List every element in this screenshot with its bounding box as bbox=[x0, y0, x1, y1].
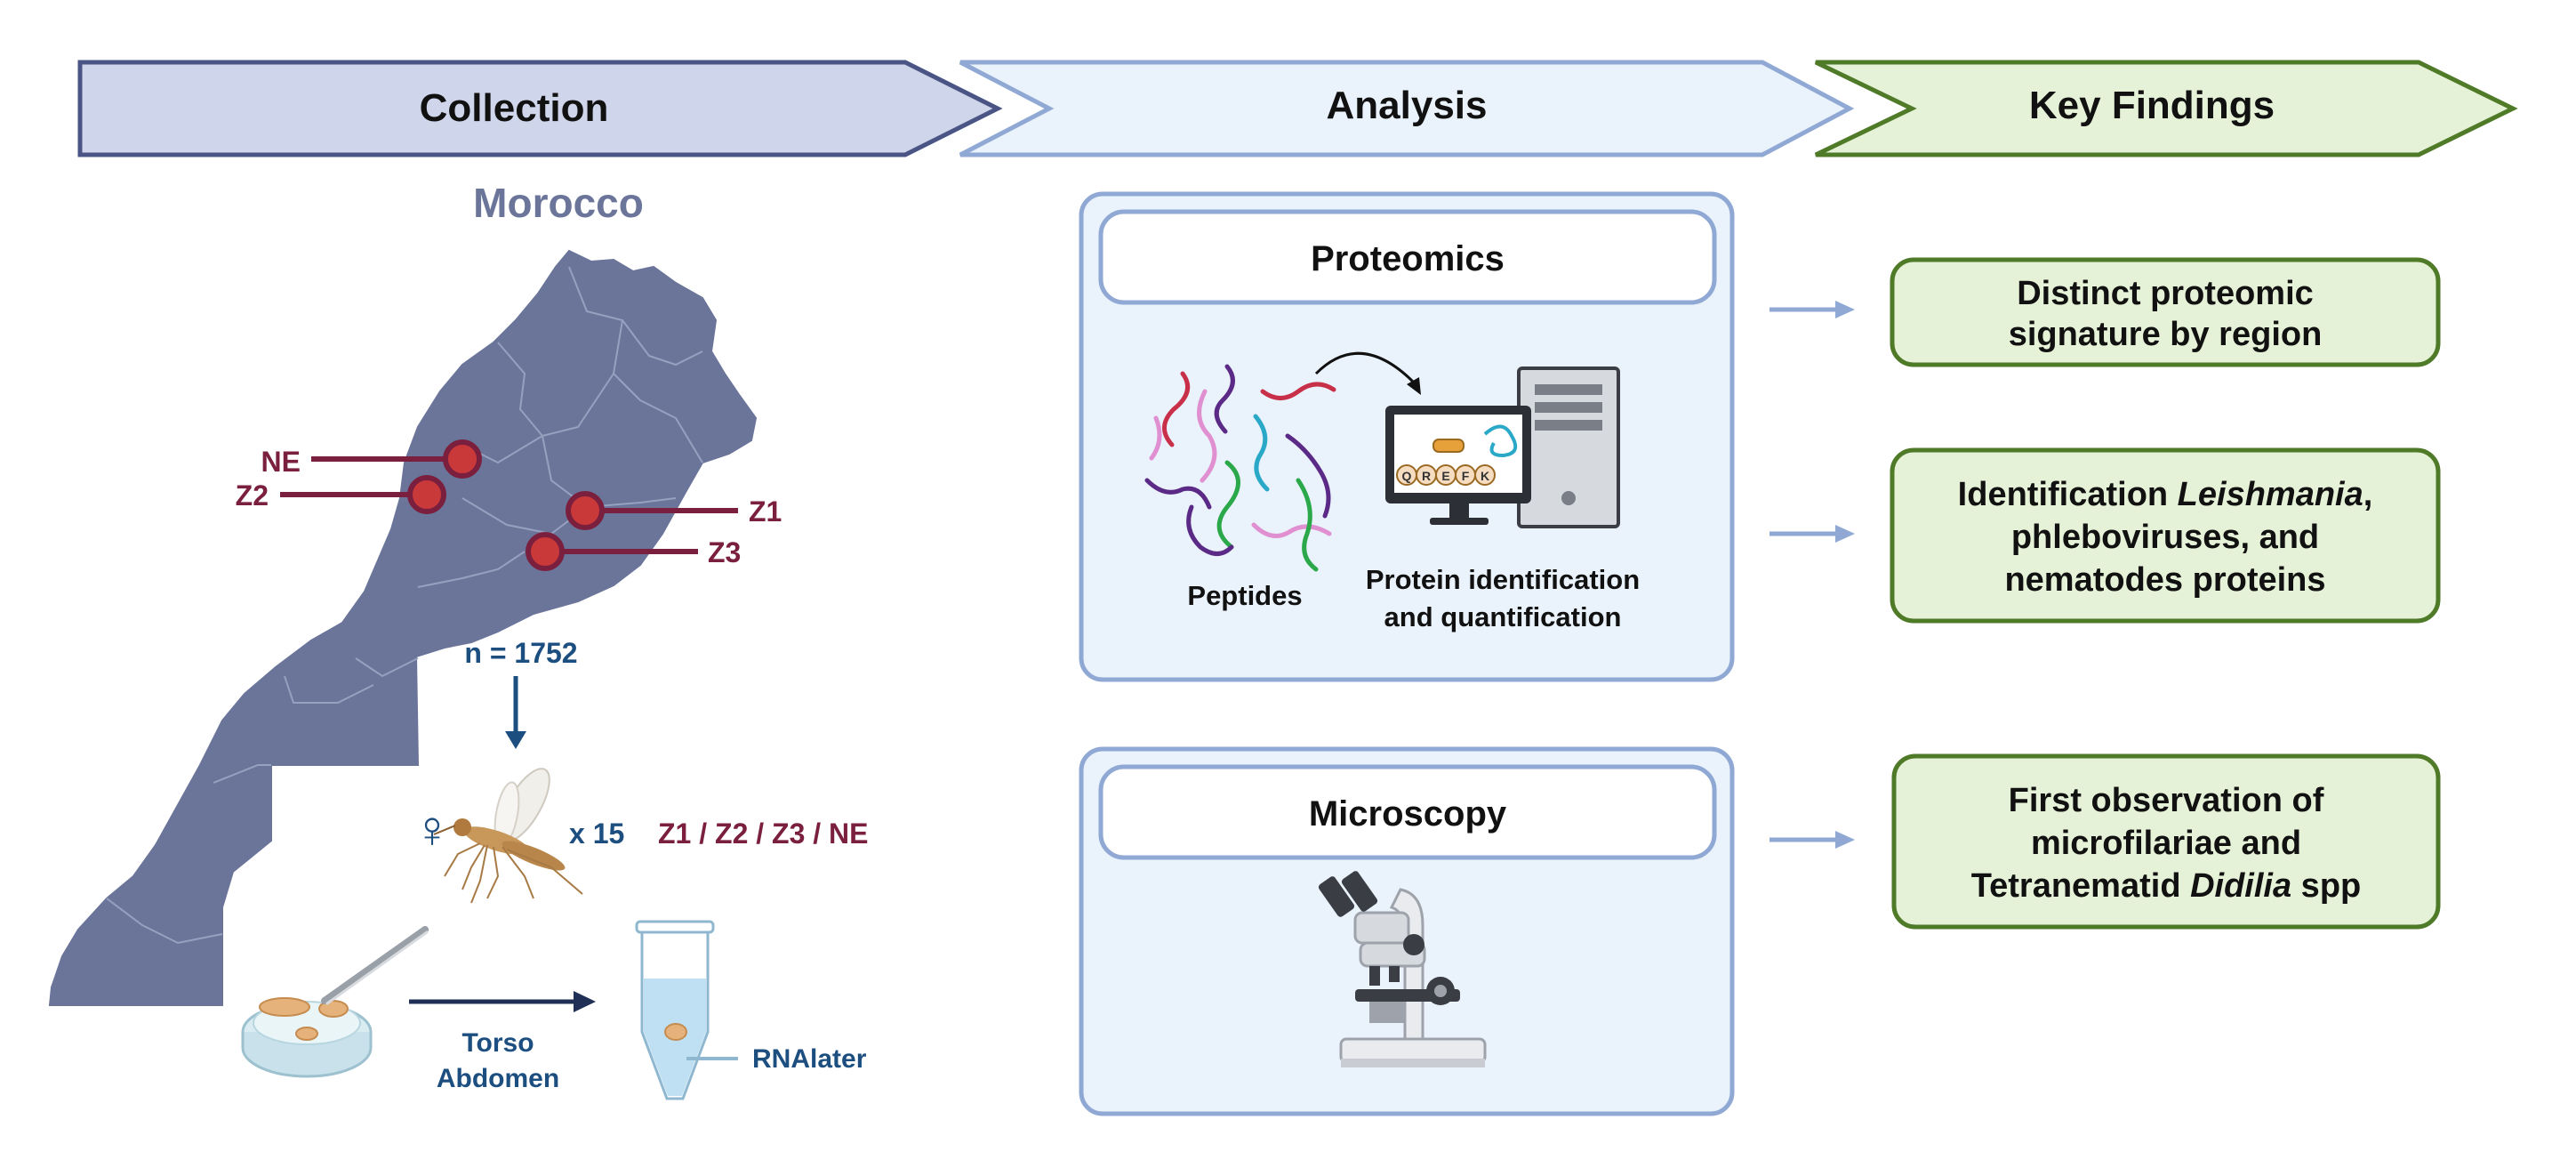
finding-2-line3: nematodes proteins bbox=[2004, 561, 2325, 599]
bead-k: K bbox=[1474, 464, 1496, 486]
site-z2-marker bbox=[407, 475, 446, 514]
svg-text:F: F bbox=[1462, 469, 1470, 483]
finding-3-line3: Tetranematid Didilia spp bbox=[1971, 867, 2362, 905]
analysis-chevron bbox=[959, 60, 1855, 157]
peptides-label: Peptides bbox=[1187, 580, 1302, 611]
right-arrow bbox=[409, 991, 596, 1012]
site-z2: Z2 bbox=[236, 475, 446, 514]
site-z1: Z1 bbox=[566, 491, 782, 530]
tissue-torso: Torso bbox=[461, 1028, 534, 1058]
bead-f: F bbox=[1455, 464, 1476, 486]
header-collection: Collection bbox=[77, 60, 1003, 157]
bead-e: E bbox=[1435, 464, 1457, 486]
finding-2-line1: Identification Leishmania, bbox=[1958, 476, 2373, 513]
multiplier: x 15 bbox=[569, 818, 624, 850]
peptides-icon bbox=[1144, 364, 1336, 572]
svg-text:K: K bbox=[1481, 469, 1489, 483]
analysis-title: Analysis bbox=[1327, 84, 1488, 127]
proteomics-panel: Proteomics bbox=[1079, 191, 1735, 682]
bead-q: Q bbox=[1396, 464, 1417, 486]
finding-3-line1: First observation of bbox=[2009, 782, 2324, 819]
finding-1: Distinct proteomic signature by region bbox=[1890, 257, 2441, 367]
proteomics-title: Proteomics bbox=[1311, 239, 1505, 278]
arrow-to-finding-3 bbox=[1769, 831, 1855, 849]
country-title: Morocco bbox=[473, 180, 644, 226]
morocco-map bbox=[48, 249, 758, 1006]
site-z3-marker bbox=[526, 532, 565, 571]
svg-text:R: R bbox=[1422, 469, 1431, 483]
finding-2: Identification Leishmania, phleboviruses… bbox=[1890, 447, 2441, 624]
collection-chevron bbox=[77, 60, 1003, 157]
sample-count: n = 1752 bbox=[464, 637, 577, 669]
site-z1-label: Z1 bbox=[749, 495, 782, 528]
collection-title: Collection bbox=[420, 86, 609, 130]
svg-text:E: E bbox=[1441, 469, 1449, 483]
finding-2-line2: phleboviruses, and bbox=[2011, 519, 2319, 556]
finding-1-line2: signature by region bbox=[2009, 316, 2323, 353]
site-z3-label: Z3 bbox=[708, 536, 741, 568]
reagent-label: RNAlater bbox=[752, 1044, 867, 1074]
findings-title: Key Findings bbox=[2029, 84, 2275, 127]
protein-label-line2: and quantification bbox=[1384, 601, 1622, 632]
site-ne-marker bbox=[443, 439, 482, 479]
microscope-icon bbox=[1318, 871, 1487, 1067]
down-arrow bbox=[505, 676, 526, 749]
header-analysis: Analysis bbox=[959, 60, 1855, 157]
site-ne-label: NE bbox=[261, 446, 301, 478]
header-findings: Key Findings bbox=[1814, 60, 2518, 157]
arrow-to-finding-2 bbox=[1769, 525, 1855, 543]
curved-arrow bbox=[1314, 351, 1416, 384]
bead-r: R bbox=[1416, 464, 1437, 486]
site-z1-marker bbox=[566, 491, 605, 530]
protein-label-line1: Protein identification bbox=[1366, 564, 1640, 595]
finding-3-line2: microfilariae and bbox=[2031, 825, 2301, 862]
site-z3: Z3 bbox=[526, 532, 741, 571]
arrow-to-finding-1 bbox=[1769, 301, 1855, 318]
map-shape bbox=[48, 249, 758, 1006]
sandfly-icon bbox=[433, 768, 583, 904]
microscopy-panel: Microscopy bbox=[1079, 746, 1735, 1116]
findings-chevron bbox=[1814, 60, 2518, 157]
finding-3: First observation of microfilariae and T… bbox=[1891, 753, 2441, 930]
sequence-beads: Q R E F K bbox=[1396, 464, 1496, 486]
tube-icon bbox=[635, 920, 738, 1100]
svg-text:Q: Q bbox=[1402, 469, 1412, 483]
site-z2-label: Z2 bbox=[236, 479, 269, 511]
petri-dish-icon bbox=[241, 926, 429, 1078]
microscopy-title: Microscopy bbox=[1309, 794, 1507, 834]
tissue-abdomen: Abdomen bbox=[437, 1064, 559, 1093]
site-ne: NE bbox=[261, 439, 482, 479]
group-list: Z1 / Z2 / Z3 / NE bbox=[658, 818, 869, 850]
finding-1-line1: Distinct proteomic bbox=[2017, 275, 2314, 312]
